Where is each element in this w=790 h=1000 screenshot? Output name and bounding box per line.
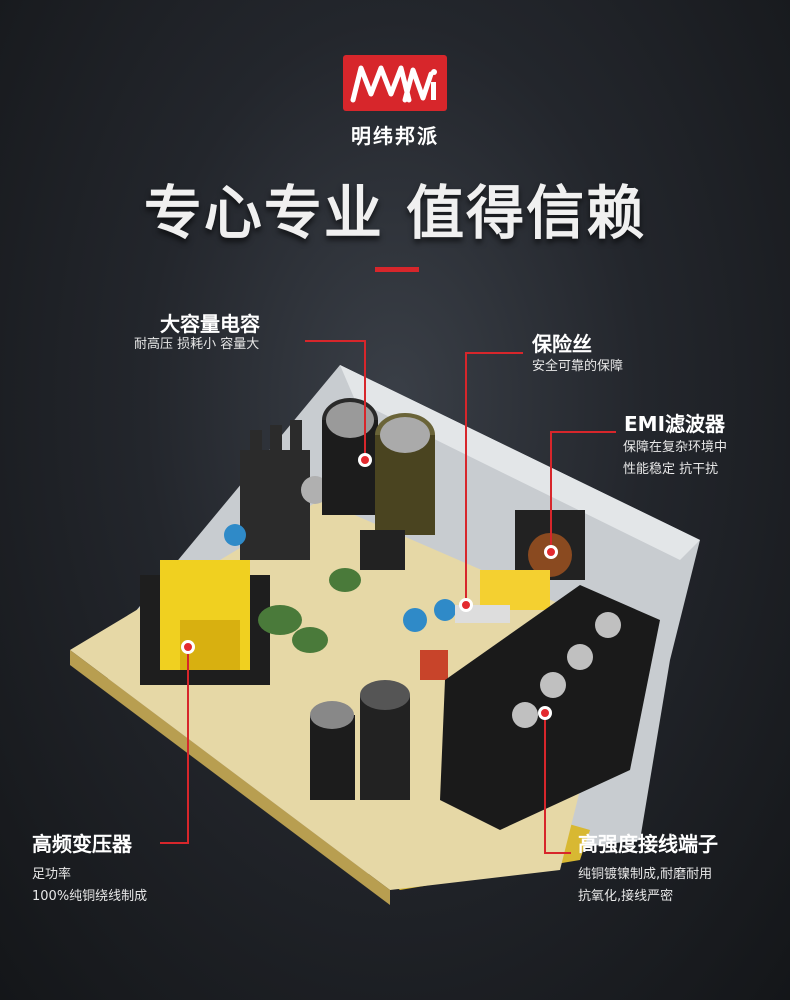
emi-leader-h: [550, 431, 616, 433]
terminal-title: 高强度接线端子: [578, 832, 718, 856]
mwi-logo-icon: [350, 65, 437, 103]
fuse-leader-v: [465, 352, 467, 602]
brand-logo: [343, 55, 447, 111]
fuse-marker: [459, 598, 473, 612]
terminal-desc-2: 抗氧化,接线严密: [578, 889, 674, 904]
divider-bar: [375, 267, 419, 272]
terminal-desc-1: 纯铜镀镍制成,耐磨耐用: [578, 867, 713, 882]
transformer-marker: [181, 640, 195, 654]
capacitor-title: 大容量电容: [160, 312, 260, 336]
emi-marker: [544, 545, 558, 559]
transformer-desc-2: 100%纯铜绕线制成: [32, 889, 148, 904]
transformer-desc-1: 足功率: [32, 867, 72, 882]
brand-name: 明纬邦派: [351, 124, 439, 148]
terminal-leader-v: [544, 716, 546, 854]
terminal-leader-h: [545, 852, 571, 854]
capacitor-leader-h: [305, 340, 365, 342]
emi-leader-v: [550, 431, 552, 548]
capacitor-desc: 耐高压 损耗小 容量大: [134, 337, 260, 352]
emi-desc-2: 性能稳定 抗干扰: [623, 462, 719, 477]
fuse-leader-h: [465, 352, 523, 354]
capacitor-leader-v: [364, 340, 366, 460]
fuse-desc: 安全可靠的保障: [532, 359, 624, 374]
emi-title: EMI滤波器: [624, 412, 726, 436]
fuse-title: 保险丝: [532, 332, 592, 356]
transformer-leader-h: [160, 842, 188, 844]
power-supply-board-image: [70, 365, 700, 905]
terminal-marker: [538, 706, 552, 720]
emi-desc-1: 保障在复杂环境中: [623, 440, 728, 455]
slogan: 专心专业 值得信赖: [143, 179, 647, 247]
capacitor-marker: [358, 453, 372, 467]
transformer-leader-v: [187, 648, 189, 844]
transformer-title: 高频变压器: [32, 832, 132, 856]
